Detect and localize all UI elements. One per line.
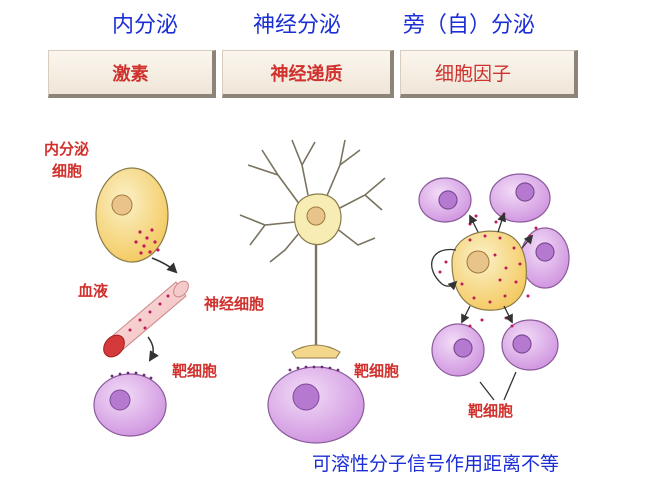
footer-caption: 可溶性分子信号作用距离不等 <box>312 453 560 475</box>
box-cytokine: 细胞因子 <box>400 50 578 98</box>
target-cell-left <box>93 371 167 437</box>
label-endocrine-cell-line1: 内分泌 <box>44 140 90 158</box>
target-label-pointers <box>479 371 517 401</box>
box-neurotransmitter: 神经递质 <box>222 50 394 98</box>
label-target-cell-right: 靶细胞 <box>468 402 514 420</box>
synaptic-terminal <box>291 344 341 359</box>
neuron <box>239 139 386 345</box>
arrow-to-target <box>147 336 159 362</box>
header-neuroendocrine: 神经分泌 <box>253 13 342 38</box>
header-endocrine: 内分泌 <box>112 13 179 38</box>
neuron-nucleus <box>306 206 326 226</box>
label-target-cell-left: 靶细胞 <box>172 362 218 380</box>
paracrine-arrows <box>431 212 534 324</box>
box-hormone: 激素 <box>48 50 216 98</box>
endocrine-cell <box>95 167 169 263</box>
label-nerve-cell: 神经细胞 <box>204 295 265 313</box>
blood-vessel <box>103 280 189 358</box>
paracrine-secreting-cell <box>451 230 527 311</box>
target-cell-middle <box>267 365 365 444</box>
header-paracrine: 旁（自）分泌 <box>403 13 536 38</box>
arrow-to-blood <box>151 257 178 274</box>
hormone-granules <box>134 228 160 255</box>
label-target-cell-middle: 靶细胞 <box>354 362 400 380</box>
label-endocrine-cell-line2: 细胞 <box>52 162 83 180</box>
label-blood: 血液 <box>78 282 109 300</box>
